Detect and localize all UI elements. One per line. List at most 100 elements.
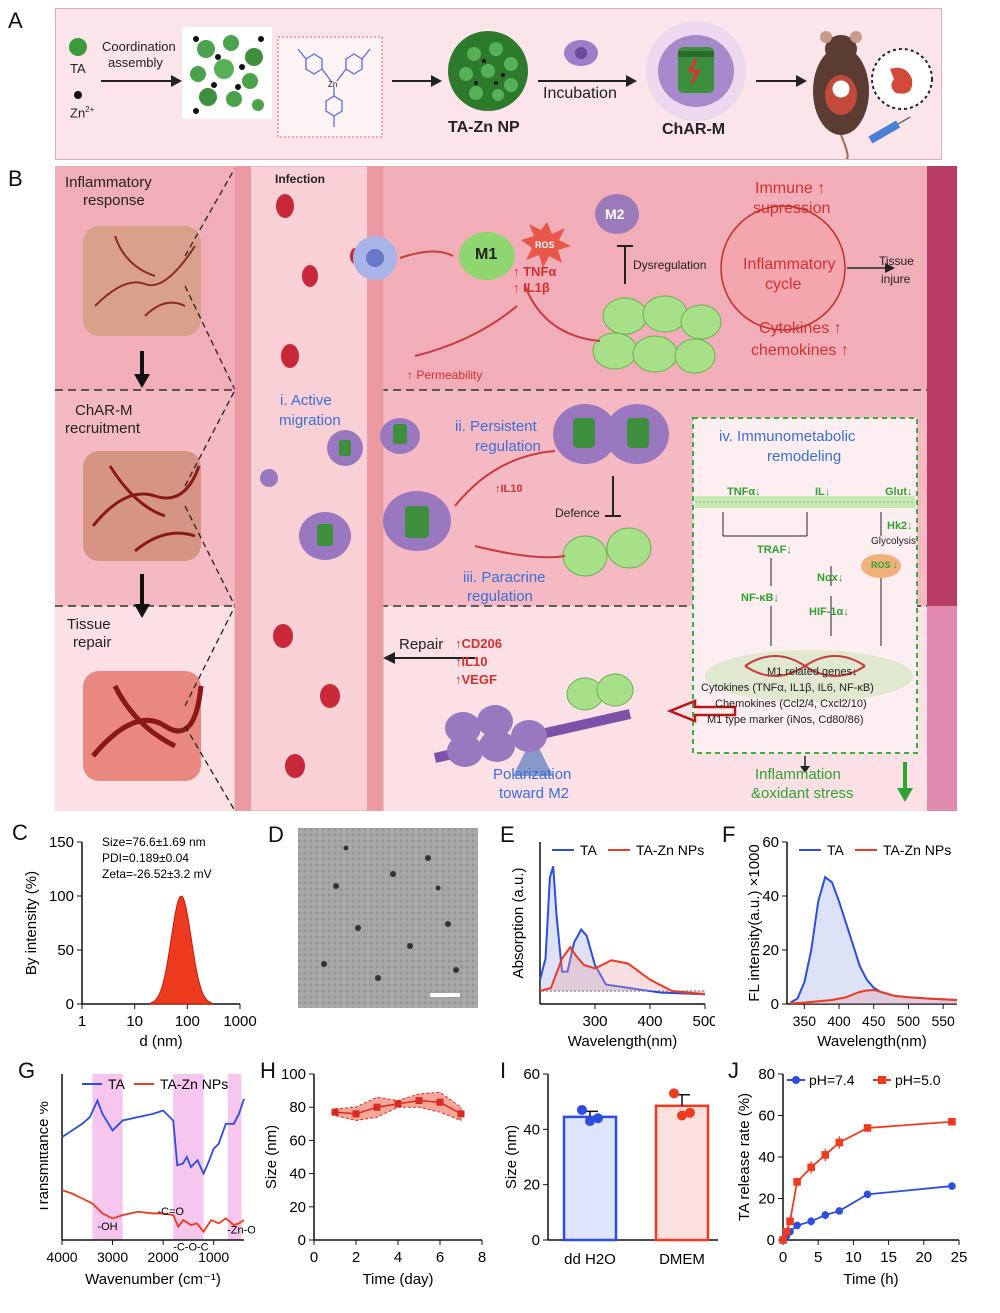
row1-title2: response [83, 192, 145, 209]
j-data-point [779, 1236, 787, 1244]
row1-title: Inflammatory [65, 174, 152, 191]
m2-label: M2 [605, 206, 625, 222]
i-data-point [677, 1110, 687, 1121]
il10-label: ↑IL10 [495, 483, 523, 495]
j-y-tick-label: 80 [758, 1066, 775, 1083]
mouse-model-icon [813, 31, 869, 159]
m1-genes-text: M1 related genes↓ [767, 666, 858, 678]
assembly-label: assembly [108, 55, 163, 70]
e-series-line [539, 945, 706, 996]
j-data-point [821, 1151, 830, 1159]
f-y-tick-label: 60 [762, 834, 779, 851]
active-migration-label: i. Active [280, 392, 332, 409]
g-annotation: -C=O [157, 1206, 184, 1218]
panel-label-g: G [18, 1058, 36, 1083]
tem-micrograph [298, 828, 478, 1008]
immunometabolic-label2: remodeling [767, 448, 842, 465]
j-data-point [835, 1138, 844, 1147]
tissue-block-inflamed [83, 226, 201, 336]
j-data-point [863, 1190, 872, 1199]
down-arrow-1 [134, 351, 150, 388]
j-x-tick-label: 0 [779, 1249, 787, 1266]
c-y-tick-label: 150 [49, 834, 74, 851]
m2-macrophage [595, 194, 639, 234]
h-data-point [436, 1098, 444, 1106]
char-m-label: ChAR-M [662, 121, 726, 138]
g-band [173, 1074, 204, 1240]
h-ylabel: Size (nm) [263, 1125, 280, 1189]
hk2-label: Hk2↓ [887, 520, 913, 532]
c-x-tick-label: 1000 [223, 1013, 256, 1030]
j-data-point [807, 1163, 815, 1172]
e-x-tick-label: 300 [582, 1013, 607, 1030]
legend-zn-label: Zn2+ [70, 105, 94, 120]
f-y-tick-label: 20 [762, 942, 779, 959]
f-x-tick-label: 400 [827, 1013, 851, 1029]
j-data-point [793, 1221, 801, 1230]
panel-label-h: H [260, 1058, 276, 1083]
genes-line1: Cytokines (TNFα, IL1β, IL6, NF-κB) [701, 682, 874, 694]
char-m-cell [646, 21, 746, 121]
down-arrow-2 [134, 574, 150, 618]
i-ylabel: Size (nm) [503, 1125, 520, 1189]
e-x-tick-label: 500 [692, 1013, 715, 1030]
cytokines-label: Cytokines ↑ [759, 320, 842, 337]
scale-bar [430, 993, 460, 997]
g-x-tick-label: 4000 [46, 1249, 77, 1265]
j-data-point [807, 1217, 815, 1226]
row2-title: ChAR-M [75, 402, 133, 419]
il10b-label: ↑IL10 [455, 654, 488, 669]
defence-label: Defence [555, 506, 600, 520]
cycle-label: Inflammatory [743, 256, 836, 273]
g-annotation: -C-O-C [173, 1241, 208, 1253]
i-data-point [669, 1088, 679, 1099]
i-y-tick-label: 0 [532, 1232, 540, 1249]
h-y-tick-label: 20 [289, 1199, 306, 1216]
c-ylabel: By intensity (%) [23, 871, 40, 975]
c-annotation: Zeta=-26.52±3.2 mV [102, 867, 212, 881]
hif-label: HIF-1α↓ [809, 606, 849, 618]
traf-label: TRAF↓ [757, 544, 792, 556]
j-x-tick-label: 5 [814, 1249, 822, 1266]
j-data-point [821, 1211, 830, 1219]
j-data-point [793, 1178, 801, 1186]
j-y-tick-label: 0 [767, 1232, 775, 1249]
c-y-tick-label: 0 [66, 996, 74, 1013]
h-x-tick-label: 4 [394, 1249, 402, 1266]
genes-line3: M1 type marker (iNos, Cd80/86) [707, 714, 864, 726]
row2-title2: recruitment [65, 420, 141, 437]
f-ylabel: FL intensity(a.u.) ×1000 [746, 844, 763, 1001]
g-band [227, 1074, 242, 1240]
permeability-label: ↑ Permeability [407, 368, 483, 382]
c-intensity-peak [150, 895, 214, 1005]
f-x-tick-label: 500 [897, 1013, 921, 1029]
c-x-tick-label: 10 [126, 1013, 143, 1030]
vegf-label: ↑VEGF [455, 672, 497, 687]
cd206-label: ↑CD206 [455, 636, 502, 651]
infection-label: Infection [275, 172, 325, 186]
m1-cluster [566, 673, 634, 711]
i-y-tick-label: 60 [523, 1066, 540, 1083]
legend-zn-text: Zn [70, 105, 86, 121]
panel-a-synthesis: Zn [55, 8, 942, 160]
panel-label-f: F [722, 822, 736, 847]
c-x-tick-label: 100 [175, 1013, 200, 1030]
outcome-label: Inflammation [755, 766, 841, 783]
molecule-structure-box [277, 36, 383, 138]
tissue-injure-label: Tissue [879, 254, 914, 268]
panel-label-j: J [728, 1058, 739, 1083]
polarization-label: Polarization [493, 766, 572, 783]
tissue-block-recruit [83, 451, 201, 561]
e-series-fill [540, 947, 705, 995]
h-y-tick-label: 100 [281, 1066, 306, 1083]
h-y-tick-label: 40 [289, 1166, 306, 1183]
target-cell-green [562, 527, 652, 577]
i-category-label: DMEM [659, 1251, 705, 1268]
panel-b-graphics [55, 166, 957, 811]
f-legend-label: TA-Zn NPs [883, 842, 951, 858]
g-x-tick-label: 3000 [97, 1249, 128, 1265]
cluster-spheres [190, 35, 264, 114]
